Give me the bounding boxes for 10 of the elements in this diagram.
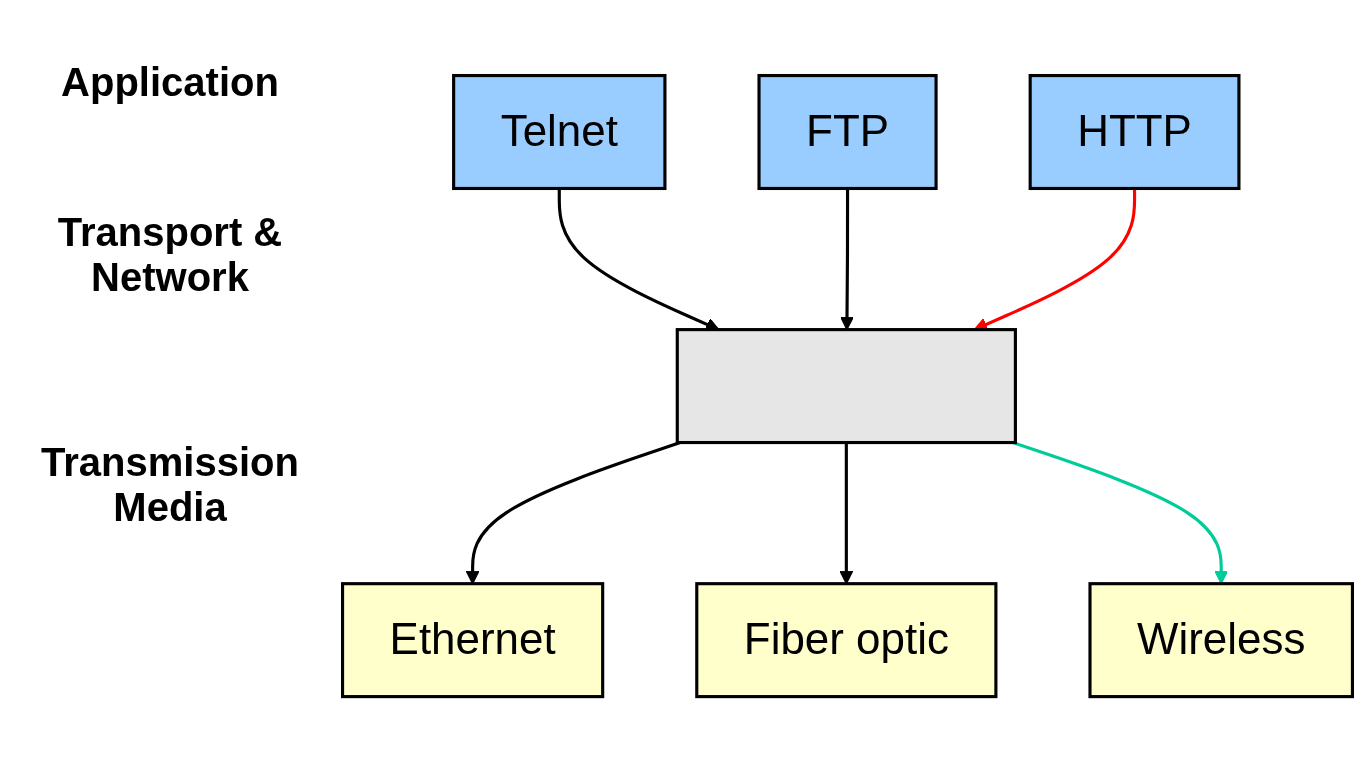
node-box: Telnet [452, 73, 667, 190]
node-box [675, 327, 1017, 445]
node-box: Fiber optic [695, 582, 998, 699]
node-box: Ethernet [341, 582, 605, 699]
node-box: HTTP [1028, 73, 1241, 190]
node-box: Wireless [1088, 582, 1354, 699]
layer-label: Transmission Media [40, 440, 300, 530]
node-box: FTP [757, 73, 938, 190]
layer-label: Transport & Network [56, 210, 284, 300]
layer-label: Application [60, 60, 280, 105]
